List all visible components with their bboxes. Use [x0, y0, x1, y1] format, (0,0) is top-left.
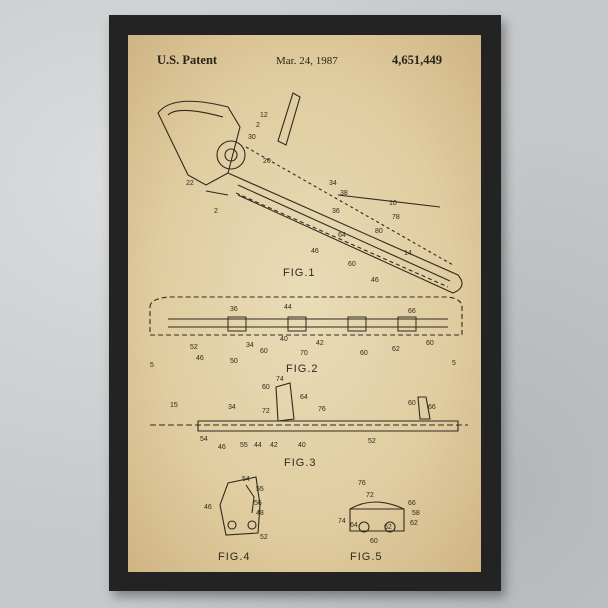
svg-text:5: 5	[452, 360, 456, 367]
svg-text:34: 34	[228, 404, 236, 411]
svg-text:78: 78	[392, 214, 400, 221]
svg-text:80: 80	[375, 228, 383, 235]
patent-number: 4,651,449	[392, 53, 442, 67]
fig3-label: FIG.3	[284, 457, 317, 469]
svg-text:46: 46	[204, 504, 212, 511]
fig4-label: FIG.4	[218, 551, 251, 563]
svg-text:30: 30	[248, 134, 256, 141]
svg-text:50: 50	[230, 358, 238, 365]
svg-text:74: 74	[276, 376, 284, 383]
svg-text:2: 2	[256, 122, 260, 129]
svg-text:62: 62	[392, 346, 400, 353]
svg-text:46: 46	[311, 248, 319, 255]
link-detail-illustration	[219, 476, 261, 536]
patent-date: Mar. 24, 1987	[276, 55, 338, 67]
svg-text:46: 46	[196, 355, 204, 362]
svg-text:52: 52	[260, 534, 268, 541]
svg-text:72: 72	[262, 408, 270, 415]
svg-text:60: 60	[260, 348, 268, 355]
svg-text:64: 64	[338, 232, 346, 239]
svg-text:2: 2	[214, 208, 218, 215]
svg-text:66: 66	[408, 500, 416, 507]
svg-text:74: 74	[338, 518, 346, 525]
fig2-label: FIG.2	[286, 363, 319, 375]
svg-text:62: 62	[384, 524, 392, 531]
svg-text:34: 34	[246, 342, 254, 349]
svg-text:70: 70	[300, 350, 308, 357]
svg-text:56: 56	[254, 500, 262, 507]
svg-text:66: 66	[428, 404, 436, 411]
svg-text:48: 48	[256, 510, 264, 517]
svg-text:34: 34	[329, 180, 337, 187]
svg-text:62: 62	[410, 520, 418, 527]
svg-text:52: 52	[368, 438, 376, 445]
svg-text:76: 76	[318, 406, 326, 413]
svg-text:42: 42	[270, 442, 278, 449]
patent-print: U.S. Patent Mar. 24, 1987 4,651,449 12 2	[128, 35, 481, 572]
svg-text:55: 55	[240, 442, 248, 449]
svg-text:20: 20	[263, 158, 271, 165]
svg-text:15: 15	[170, 402, 178, 409]
svg-text:64: 64	[300, 394, 308, 401]
picture-frame: U.S. Patent Mar. 24, 1987 4,651,449 12 2	[109, 15, 501, 591]
svg-text:60: 60	[426, 340, 434, 347]
cutter-detail-illustration	[349, 501, 405, 533]
patent-drawing: 12 2 30 20 22 2 34 38 10 36 80 78 64 46 …	[149, 92, 468, 545]
svg-text:54: 54	[200, 436, 208, 443]
patent-title: U.S. Patent	[157, 53, 218, 67]
svg-text:60: 60	[408, 400, 416, 407]
svg-text:40: 40	[298, 442, 306, 449]
fig1-label: FIG.1	[283, 267, 316, 279]
svg-text:60: 60	[262, 384, 270, 391]
chainsaw-illustration	[157, 92, 463, 294]
svg-text:22: 22	[186, 180, 194, 187]
svg-text:72: 72	[366, 492, 374, 499]
svg-text:55: 55	[256, 486, 264, 493]
svg-text:44: 44	[284, 304, 292, 311]
svg-text:60: 60	[370, 538, 378, 545]
svg-text:46: 46	[371, 277, 379, 284]
svg-text:5: 5	[150, 362, 154, 369]
svg-text:40: 40	[280, 336, 288, 343]
svg-text:60: 60	[360, 350, 368, 357]
svg-text:44: 44	[254, 442, 262, 449]
svg-text:38: 38	[340, 190, 348, 197]
chain-strip-illustration	[149, 296, 463, 336]
svg-text:66: 66	[408, 308, 416, 315]
svg-text:14: 14	[404, 250, 412, 257]
svg-text:36: 36	[230, 306, 238, 313]
svg-text:54: 54	[242, 476, 250, 483]
svg-text:76: 76	[358, 480, 366, 487]
svg-text:64: 64	[350, 522, 358, 529]
svg-text:10: 10	[389, 200, 397, 207]
svg-text:46: 46	[218, 444, 226, 451]
svg-text:58: 58	[412, 510, 420, 517]
fig5-label: FIG.5	[350, 551, 383, 563]
svg-text:36: 36	[332, 208, 340, 215]
svg-text:12: 12	[260, 112, 268, 119]
side-chain-illustration	[150, 382, 468, 432]
svg-text:42: 42	[316, 340, 324, 347]
svg-text:60: 60	[348, 261, 356, 268]
svg-text:52: 52	[190, 344, 198, 351]
